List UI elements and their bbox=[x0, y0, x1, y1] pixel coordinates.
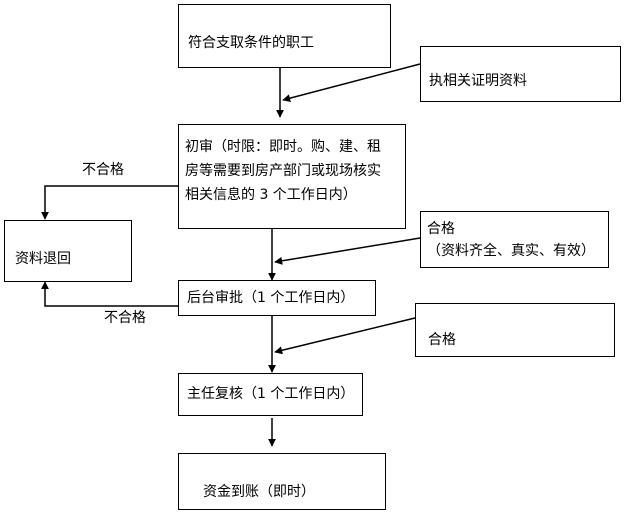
node-returned: 资料退回 bbox=[4, 220, 132, 282]
arrow-pass-2-to-flow bbox=[274, 317, 416, 355]
node-pass-1: 合格 （资料齐全、真实、有效） bbox=[420, 211, 609, 268]
node-funds-arrival: 资金到账（即时） bbox=[178, 453, 386, 510]
node-funds-arrival-label: 资金到账（即时） bbox=[203, 484, 315, 500]
arrow-fail-1-to-returned bbox=[41, 185, 178, 220]
node-backend-approval-label: 后台审批（1 个工作日内） bbox=[187, 290, 355, 306]
node-initial-review-line-3: 相关信息的 3 个工作日内） bbox=[185, 187, 357, 203]
arrow-fail-2-to-returned bbox=[41, 281, 178, 307]
node-pass-2: 合格 bbox=[415, 303, 615, 357]
node-eligible-employee-label: 符合支取条件的职工 bbox=[188, 35, 314, 51]
node-director-review-label: 主任复核（1 个工作日内） bbox=[187, 386, 355, 402]
node-returned-label: 资料退回 bbox=[15, 251, 71, 267]
node-initial-review-line-2: 房等需要到房产部门或现场核实 bbox=[185, 163, 381, 179]
node-documents-label: 执相关证明资料 bbox=[429, 73, 527, 89]
node-director-review: 主任复核（1 个工作日内） bbox=[178, 373, 363, 416]
edge-label-fail-1: 不合格 bbox=[82, 162, 124, 178]
node-pass-1-line-1: 合格 bbox=[427, 221, 455, 237]
node-eligible-employee: 符合支取条件的职工 bbox=[178, 4, 391, 68]
arrow-documents-to-flow bbox=[282, 63, 421, 103]
node-documents: 执相关证明资料 bbox=[420, 46, 621, 102]
arrow-pass-1-to-flow bbox=[274, 237, 421, 265]
node-backend-approval: 后台审批（1 个工作日内） bbox=[178, 280, 376, 316]
edge-label-fail-2: 不合格 bbox=[104, 310, 146, 326]
node-pass-2-label: 合格 bbox=[428, 332, 456, 348]
node-initial-review: 初审（时限：即时。购、建、租 房等需要到房产部门或现场核实 相关信息的 3 个工… bbox=[178, 124, 406, 229]
node-pass-1-line-2: （资料齐全、真实、有效） bbox=[427, 243, 595, 259]
node-initial-review-line-1: 初审（时限：即时。购、建、租 bbox=[185, 139, 381, 155]
